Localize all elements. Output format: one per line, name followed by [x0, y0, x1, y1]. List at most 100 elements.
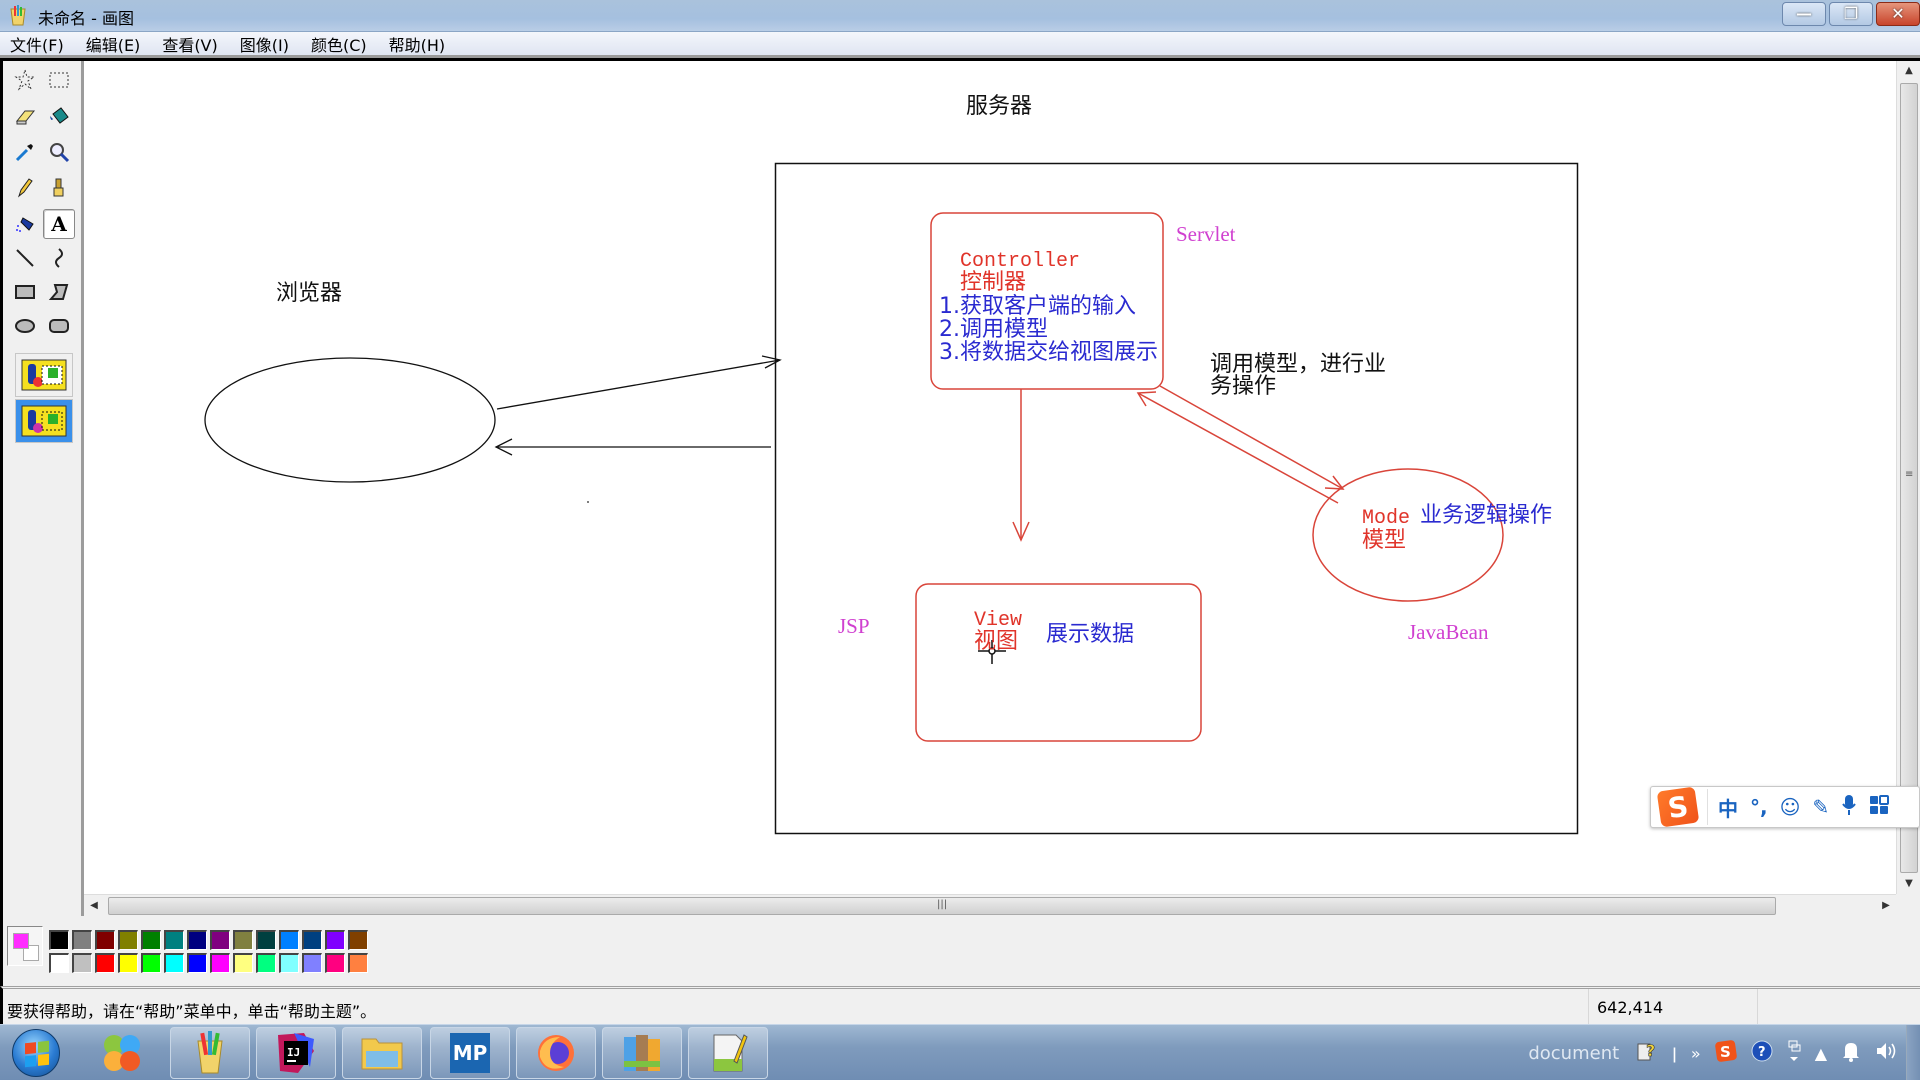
brush-tool[interactable] — [43, 173, 75, 203]
call-model-note-line-1: 调用模型，进行业 — [1210, 352, 1387, 377]
pick-color-tool[interactable] — [9, 137, 41, 167]
color-swatch[interactable] — [72, 953, 92, 973]
taskbar-mindmanager[interactable]: MP — [430, 1027, 510, 1079]
eraser-tool[interactable] — [9, 101, 41, 131]
menu-image[interactable]: 图像(I) — [239, 35, 289, 55]
color-swatch[interactable] — [210, 953, 230, 973]
ime-voice-icon[interactable] — [1841, 794, 1857, 821]
taskbar-firefox[interactable] — [516, 1027, 596, 1079]
color-swatch[interactable] — [256, 953, 276, 973]
color-swatch[interactable] — [49, 953, 69, 973]
menu-file[interactable]: 文件(F) — [10, 35, 64, 55]
color-swatch[interactable] — [95, 953, 115, 973]
taskbar-winrar[interactable] — [602, 1027, 682, 1079]
scroll-up-arrow-icon[interactable]: ▲ — [1905, 65, 1913, 76]
rectangle-tool[interactable] — [9, 277, 41, 307]
magnifier-tool[interactable] — [43, 137, 75, 167]
background-color — [23, 945, 39, 961]
color-swatch[interactable] — [164, 930, 184, 950]
color-swatch[interactable] — [164, 953, 184, 973]
minimize-button[interactable]: — — [1782, 2, 1826, 26]
help-tray-icon[interactable]: ? — [1751, 1040, 1773, 1066]
color-swatch[interactable] — [348, 930, 368, 950]
document-help-icon[interactable]: ? — [1636, 1040, 1658, 1066]
menu-view[interactable]: 查看(V) — [162, 35, 218, 55]
start-button[interactable] — [12, 1029, 60, 1077]
ime-chinese-mode-icon[interactable]: 中 — [1718, 796, 1738, 821]
airbrush-tool[interactable] — [9, 209, 41, 239]
color-swatch[interactable] — [187, 953, 207, 973]
document-toolbar-label[interactable]: document — [1528, 1042, 1620, 1064]
color-swatch[interactable] — [279, 930, 299, 950]
color-swatch[interactable] — [256, 930, 276, 950]
horizontal-scroll-thumb[interactable]: ||| — [108, 897, 1776, 915]
close-button[interactable]: ✕ — [1876, 2, 1920, 26]
color-swatch[interactable] — [302, 953, 322, 973]
vertical-scroll-thumb[interactable]: ≡ — [1900, 83, 1918, 873]
color-swatch[interactable] — [95, 930, 115, 950]
toolbar-expand-icon[interactable]: » — [1690, 1043, 1701, 1063]
ime-handwriting-icon[interactable]: ✎ — [1812, 795, 1830, 819]
taskbar-360-browser[interactable] — [82, 1027, 162, 1079]
color-swatch[interactable] — [325, 953, 345, 973]
line-tool[interactable] — [9, 243, 41, 273]
scroll-left-arrow-icon[interactable]: ◀ — [90, 900, 98, 911]
ellipse-tool[interactable] — [9, 311, 41, 341]
menu-edit[interactable]: 编辑(E) — [85, 35, 141, 55]
sogou-tray-icon[interactable]: S — [1714, 1040, 1737, 1066]
color-swatch[interactable] — [49, 930, 69, 950]
taskbar-file-explorer[interactable] — [342, 1027, 422, 1079]
color-swatch[interactable] — [325, 930, 345, 950]
curve-tool[interactable] — [43, 243, 75, 273]
rect-select-tool[interactable] — [43, 65, 75, 95]
ime-punctuation-icon[interactable]: °, — [1750, 795, 1768, 819]
volume-icon[interactable] — [1875, 1040, 1899, 1066]
model-title-cn: 模型 — [1362, 528, 1407, 553]
menu-bar: 文件(F) 编辑(E) 查看(V) 图像(I) 颜色(C) 帮助(H) — [0, 32, 1920, 58]
drawing-canvas[interactable]: 服务器 浏览器 Controller 控制器 1.获取客户端的输入 2.调用模型… — [84, 61, 1896, 894]
color-swatch[interactable] — [118, 953, 138, 973]
color-swatch[interactable] — [187, 930, 207, 950]
horizontal-scrollbar[interactable]: ◀ ||| ▶ — [84, 894, 1896, 916]
scroll-down-arrow-icon[interactable]: ▼ — [1905, 878, 1913, 889]
vertical-scrollbar[interactable]: ▲ ≡ ▼ — [1896, 61, 1920, 894]
controller-title-en: Controller — [960, 250, 1081, 273]
color-swatch[interactable] — [233, 930, 253, 950]
server-box — [774, 162, 1579, 835]
sogou-logo-icon[interactable]: S — [1656, 786, 1700, 828]
show-desktop-button[interactable] — [1906, 1025, 1920, 1080]
ime-emoji-icon[interactable]: ☺ — [1779, 795, 1801, 819]
restore-button[interactable]: ❐ — [1829, 2, 1873, 26]
text-tool[interactable]: A — [43, 209, 75, 239]
server-label: 服务器 — [966, 94, 1033, 119]
transparent-background-option[interactable] — [15, 399, 73, 443]
fill-tool[interactable] — [43, 101, 75, 131]
menu-help[interactable]: 帮助(H) — [388, 35, 446, 55]
color-swatch[interactable] — [141, 953, 161, 973]
network-tray-icon[interactable] — [1787, 1039, 1801, 1067]
ime-toolbox-icon[interactable] — [1869, 794, 1890, 820]
taskbar-paint[interactable] — [170, 1027, 250, 1079]
notification-bell-icon[interactable] — [1841, 1040, 1861, 1066]
opaque-background-option[interactable] — [15, 353, 73, 397]
model-description: 业务逻辑操作 — [1420, 503, 1553, 528]
color-swatch[interactable] — [348, 953, 368, 973]
color-swatches — [49, 930, 368, 973]
color-swatch[interactable] — [302, 930, 322, 950]
color-swatch[interactable] — [279, 953, 299, 973]
taskbar-intellij-idea[interactable]: IJ — [256, 1027, 336, 1079]
pencil-tool[interactable] — [9, 173, 41, 203]
rounded-rectangle-tool[interactable] — [43, 311, 75, 341]
color-swatch[interactable] — [141, 930, 161, 950]
color-swatch[interactable] — [233, 953, 253, 973]
window-title: 未命名 - 画图 — [38, 9, 134, 28]
menu-colors[interactable]: 颜色(C) — [310, 35, 367, 55]
show-hidden-icons[interactable]: ▲ — [1814, 1043, 1827, 1063]
scroll-right-arrow-icon[interactable]: ▶ — [1882, 900, 1890, 911]
free-form-select-tool[interactable] — [9, 65, 41, 95]
color-swatch[interactable] — [210, 930, 230, 950]
polygon-tool[interactable] — [43, 277, 75, 307]
color-swatch[interactable] — [72, 930, 92, 950]
color-swatch[interactable] — [118, 930, 138, 950]
taskbar-notepad-plus-plus[interactable] — [688, 1027, 768, 1079]
